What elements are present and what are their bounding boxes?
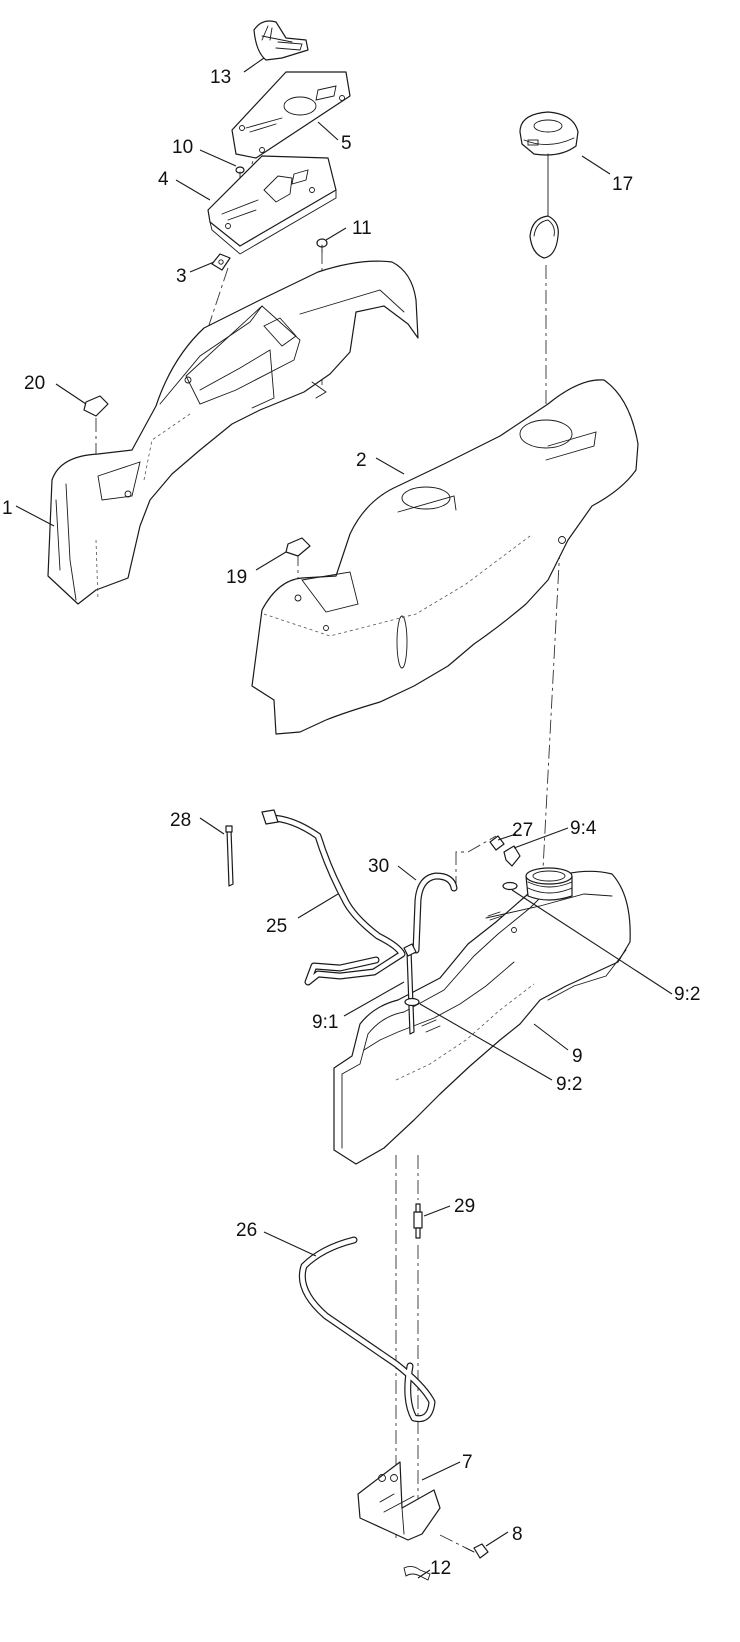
part-7-bracket bbox=[357, 1461, 441, 1541]
leader-lines bbox=[15, 57, 673, 1579]
callout-1: 1 bbox=[2, 498, 13, 519]
part-5-plate bbox=[231, 71, 351, 159]
part-30-hose bbox=[412, 872, 458, 954]
callout-9: 9 bbox=[572, 1046, 583, 1067]
part-9-1-pickup-tube bbox=[403, 943, 417, 1035]
callout-8: 8 bbox=[512, 1524, 523, 1545]
part-9-4-elbow bbox=[503, 845, 521, 867]
callout-2: 2 bbox=[356, 450, 367, 471]
callout-28: 28 bbox=[170, 810, 191, 831]
part-2-tank-cover bbox=[251, 379, 639, 735]
part-10-screw bbox=[235, 166, 245, 179]
callout-9-2-right: 9:2 bbox=[674, 984, 700, 1005]
part-8-bolt bbox=[465, 1543, 489, 1559]
callout-12: 12 bbox=[430, 1558, 451, 1579]
part-9-2-grommet-right bbox=[502, 881, 518, 891]
callout-30: 30 bbox=[368, 856, 389, 877]
callout-29: 29 bbox=[454, 1196, 475, 1217]
callout-4: 4 bbox=[158, 169, 169, 190]
part-11-screw bbox=[316, 238, 328, 253]
callout-labels: 13 5 10 4 11 3 17 20 1 2 19 28 27 9:4 30… bbox=[2, 67, 700, 1579]
callout-10: 10 bbox=[172, 137, 193, 158]
part-19-pad bbox=[285, 537, 311, 557]
part-13-handle bbox=[253, 20, 309, 61]
callout-25: 25 bbox=[266, 916, 287, 937]
part-1-console-cover bbox=[47, 260, 419, 605]
part-20-pad bbox=[83, 395, 109, 417]
callout-9-4: 9:4 bbox=[570, 818, 597, 839]
callout-27: 27 bbox=[512, 820, 533, 841]
callout-17: 17 bbox=[612, 174, 633, 195]
part-25-hose bbox=[261, 809, 406, 986]
callout-20: 20 bbox=[24, 373, 45, 394]
callout-5: 5 bbox=[341, 133, 352, 154]
callout-13: 13 bbox=[210, 67, 231, 88]
callout-7: 7 bbox=[462, 1452, 473, 1473]
callout-26: 26 bbox=[236, 1220, 257, 1241]
callout-9-1: 9:1 bbox=[312, 1012, 338, 1033]
part-3-clip bbox=[211, 253, 231, 271]
callout-9-2-center: 9:2 bbox=[556, 1074, 582, 1095]
callout-11: 11 bbox=[352, 218, 372, 239]
part-17-fuel-cap bbox=[519, 111, 579, 259]
part-28-cable-tie bbox=[225, 825, 234, 887]
part-9-fuel-tank bbox=[333, 867, 631, 1165]
part-26-hose bbox=[298, 1236, 436, 1423]
part-12-clip bbox=[403, 1565, 431, 1581]
part-4-plate bbox=[207, 155, 337, 255]
callout-19: 19 bbox=[226, 567, 247, 588]
callout-3: 3 bbox=[176, 266, 187, 287]
part-29-fitting bbox=[413, 1203, 423, 1239]
part-9-2-grommet-center bbox=[404, 997, 420, 1007]
